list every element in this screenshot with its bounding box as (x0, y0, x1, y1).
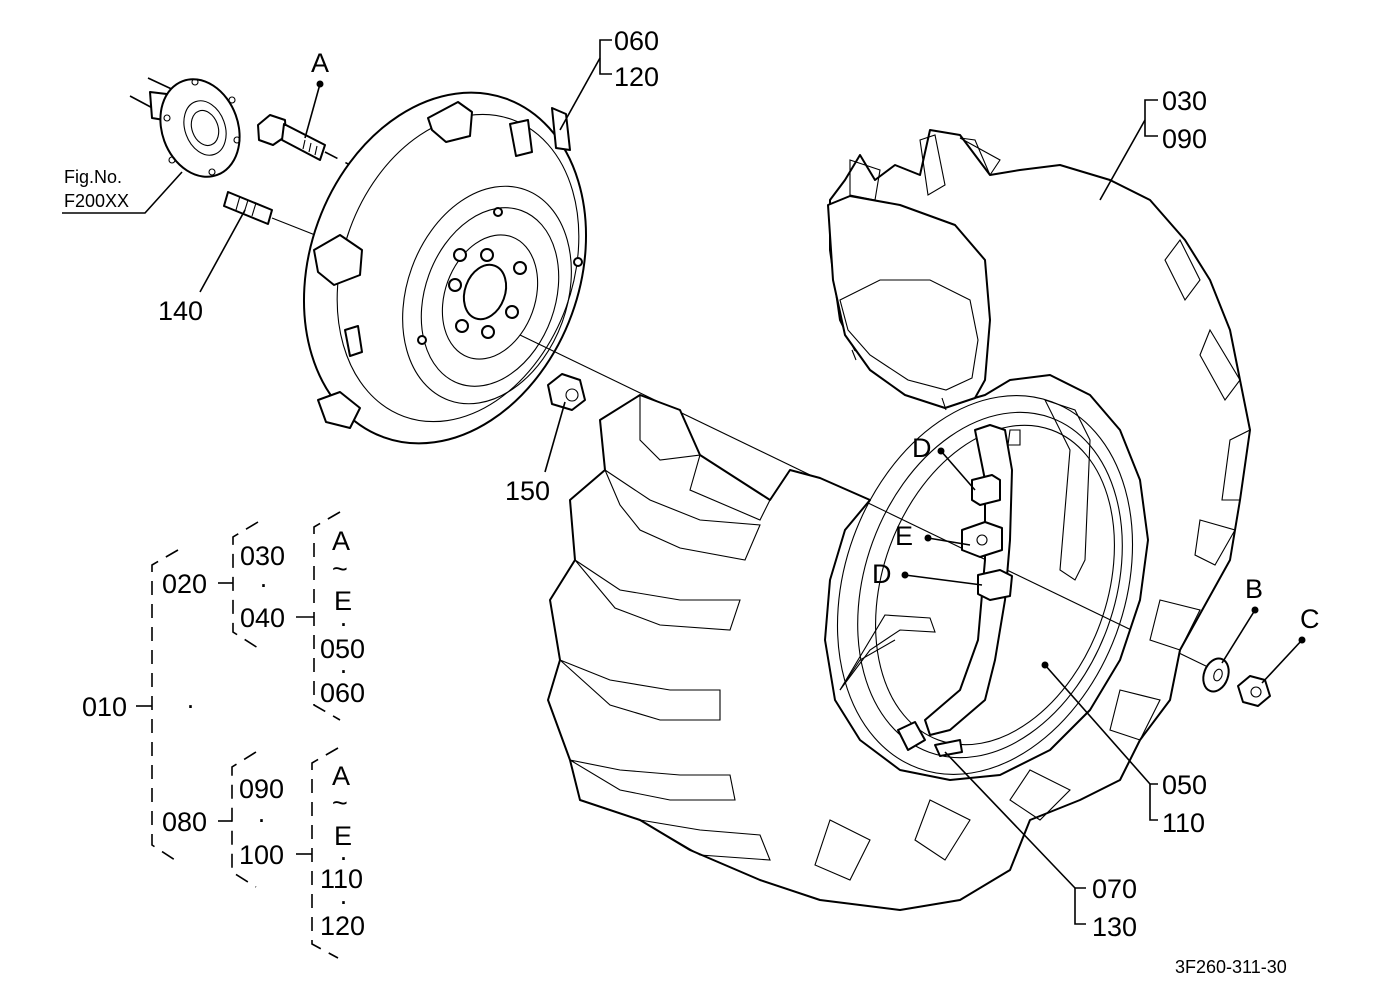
tire (547, 129, 1251, 911)
tree-lower-extra-b: 120 (320, 911, 365, 941)
wheel-stud (223, 191, 273, 225)
tree-upper-sep: · (259, 569, 268, 599)
axle-hub (129, 77, 241, 178)
rim (836, 395, 1134, 775)
callout-d-upper: D (912, 433, 932, 463)
tree-lower-range-end: E (334, 821, 352, 851)
callout-b: B (1245, 574, 1263, 604)
fig-ref-label: F200XX (64, 191, 129, 211)
drawing-code: 3F260-311-30 (1175, 957, 1287, 977)
label-030: 030 (1162, 86, 1207, 116)
assembly-tree: 010 · 020 030 · 040 A ~ E · 050 · 060 08… (82, 511, 365, 959)
tree-lower-tilde: ~ (332, 788, 348, 818)
tree-upper-sub-a: 030 (240, 541, 285, 571)
label-130: 130 (1092, 912, 1137, 942)
callout-c: C (1300, 604, 1320, 634)
label-150: 150 (505, 476, 550, 506)
tree-upper-range-end: E (334, 586, 352, 616)
tree-lower-sep-2: · (339, 842, 348, 872)
tree-upper-range-start: A (332, 526, 350, 556)
tree-lower-assembly: 080 (162, 807, 207, 837)
tree-upper-sep-2: · (339, 608, 348, 638)
tree-lower-sub-a: 090 (239, 774, 284, 804)
tree-upper-extra-a: 050 (320, 634, 365, 664)
tree-upper-assembly: 020 (162, 569, 207, 599)
callout-e: E (895, 521, 913, 551)
label-070: 070 (1092, 874, 1137, 904)
hex-nut (1237, 675, 1271, 707)
callout-d-lower: D (872, 559, 892, 589)
label-060: 060 (614, 26, 659, 56)
hub-bolt (257, 114, 326, 161)
tree-root: 010 (82, 692, 127, 722)
spacer-nut (547, 373, 586, 411)
tree-upper-extra-b: 060 (320, 678, 365, 708)
label-140: 140 (158, 296, 203, 326)
tree-upper-sub-b: 040 (240, 603, 285, 633)
tree-lower-sep: · (257, 804, 266, 834)
tree-lower-range-start: A (332, 761, 350, 791)
washer (1202, 657, 1230, 693)
tree-lower-sep-3: · (339, 886, 348, 916)
fig-no-label: Fig.No. (64, 167, 122, 187)
label-110: 110 (1162, 808, 1205, 838)
tree-root-sep: · (186, 690, 195, 720)
tree-lower-sub-b: 100 (239, 840, 284, 870)
label-120: 120 (614, 62, 659, 92)
fig-ref-leader (62, 171, 183, 214)
label-090: 090 (1162, 124, 1207, 154)
tree-lower-extra-a: 110 (320, 864, 363, 894)
tree-upper-tilde: ~ (332, 554, 348, 584)
callout-a: A (311, 48, 329, 78)
label-050: 050 (1162, 770, 1207, 800)
wheel-disc (302, 91, 588, 445)
tree-upper-sep-3: · (339, 655, 348, 685)
